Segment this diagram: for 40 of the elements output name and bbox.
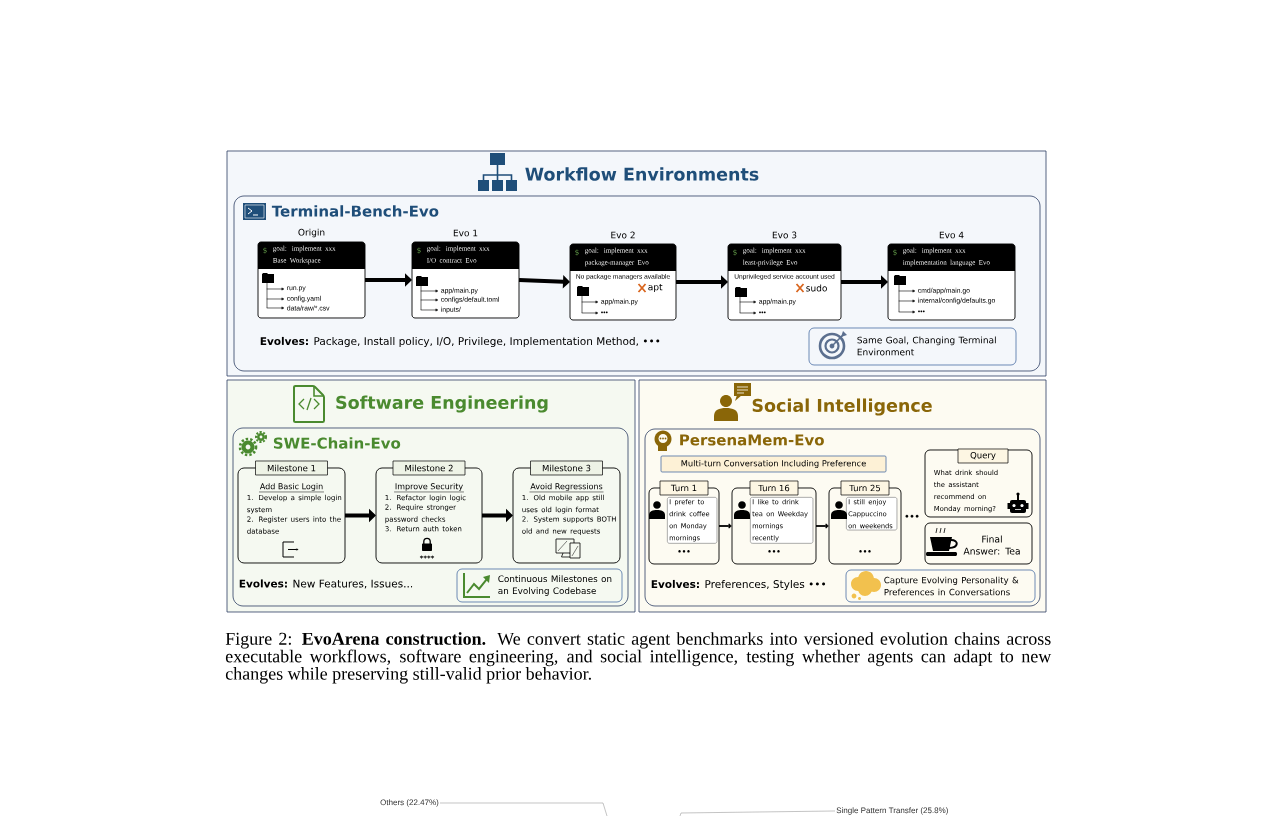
subtitle: Improve Security xyxy=(393,483,465,493)
chart-label: Others (22.47%) xyxy=(380,799,439,807)
tag-label: Turn 16 xyxy=(749,480,799,496)
chart-label: Single Pattern Transfer (25.8%) xyxy=(836,807,948,815)
evolves-text: Evolves: New Features, Issues... xyxy=(239,579,413,589)
note-text: Same Goal, Changing Terminal Environment xyxy=(857,336,996,356)
caption: Figure 2: EvoArena construction. We convert static agent benchmarks into versioned evolution chains across executable workflows, software engineering, and social intelligence, testing whether agents can adapt to new changes while preserving still-valid prior behavior. xyxy=(225,632,1052,684)
panel-title: Workflow Environments xyxy=(525,167,759,181)
panel-title: Software Engineering xyxy=(336,395,548,413)
tag-label: Milestone 3 xyxy=(530,460,603,476)
stage-label: Evo 2 xyxy=(611,231,635,239)
stage-label: Evo 4 xyxy=(939,231,964,239)
evolves-text: Evolves: Preferences, Styles ••• xyxy=(651,579,826,591)
stage-label: Evo 3 xyxy=(772,231,797,239)
banner-text: Multi-turn Conversation Including Preference xyxy=(681,460,866,468)
subtitle: Add Basic Login xyxy=(258,483,325,493)
banner-box xyxy=(660,455,887,473)
note-text: Continuous Milestones on an Evolving Codebase xyxy=(498,575,612,596)
arrow xyxy=(815,523,829,529)
tag-label: Turn 1 xyxy=(659,480,709,496)
subtitle: Avoid Regressions xyxy=(529,483,604,493)
benchmark-title: SWE-Chain-Evo xyxy=(273,437,401,449)
tag-label: Milestone 2 xyxy=(392,460,466,476)
stage-label: Evo 1 xyxy=(453,229,478,237)
evolves-text: Evolves: Package, Install policy, I/O, Privilege, Implementation Method, ••• xyxy=(260,336,660,348)
tag-label: Query xyxy=(957,448,1009,464)
arrow xyxy=(718,523,732,529)
stage-label: Origin xyxy=(298,228,325,238)
benchmark-title: PersenaMem-Evo xyxy=(680,434,824,446)
leader-line xyxy=(679,810,836,816)
command-name: sudo xyxy=(806,284,827,292)
ellipsis: ••• xyxy=(905,514,919,518)
panel-title: Social Intelligence xyxy=(752,398,932,416)
benchmark-title: Terminal-Bench-Evo xyxy=(271,205,439,217)
command-name: apt xyxy=(648,283,663,293)
answer-text: Final Answer: Tea xyxy=(963,535,1020,555)
tag-label: Turn 25 xyxy=(840,480,890,496)
note-text: Capture Evolving Personality & Preferences in Conversations xyxy=(884,576,1019,596)
leader-line xyxy=(439,802,608,816)
tag-label: Milestone 1 xyxy=(255,460,328,476)
